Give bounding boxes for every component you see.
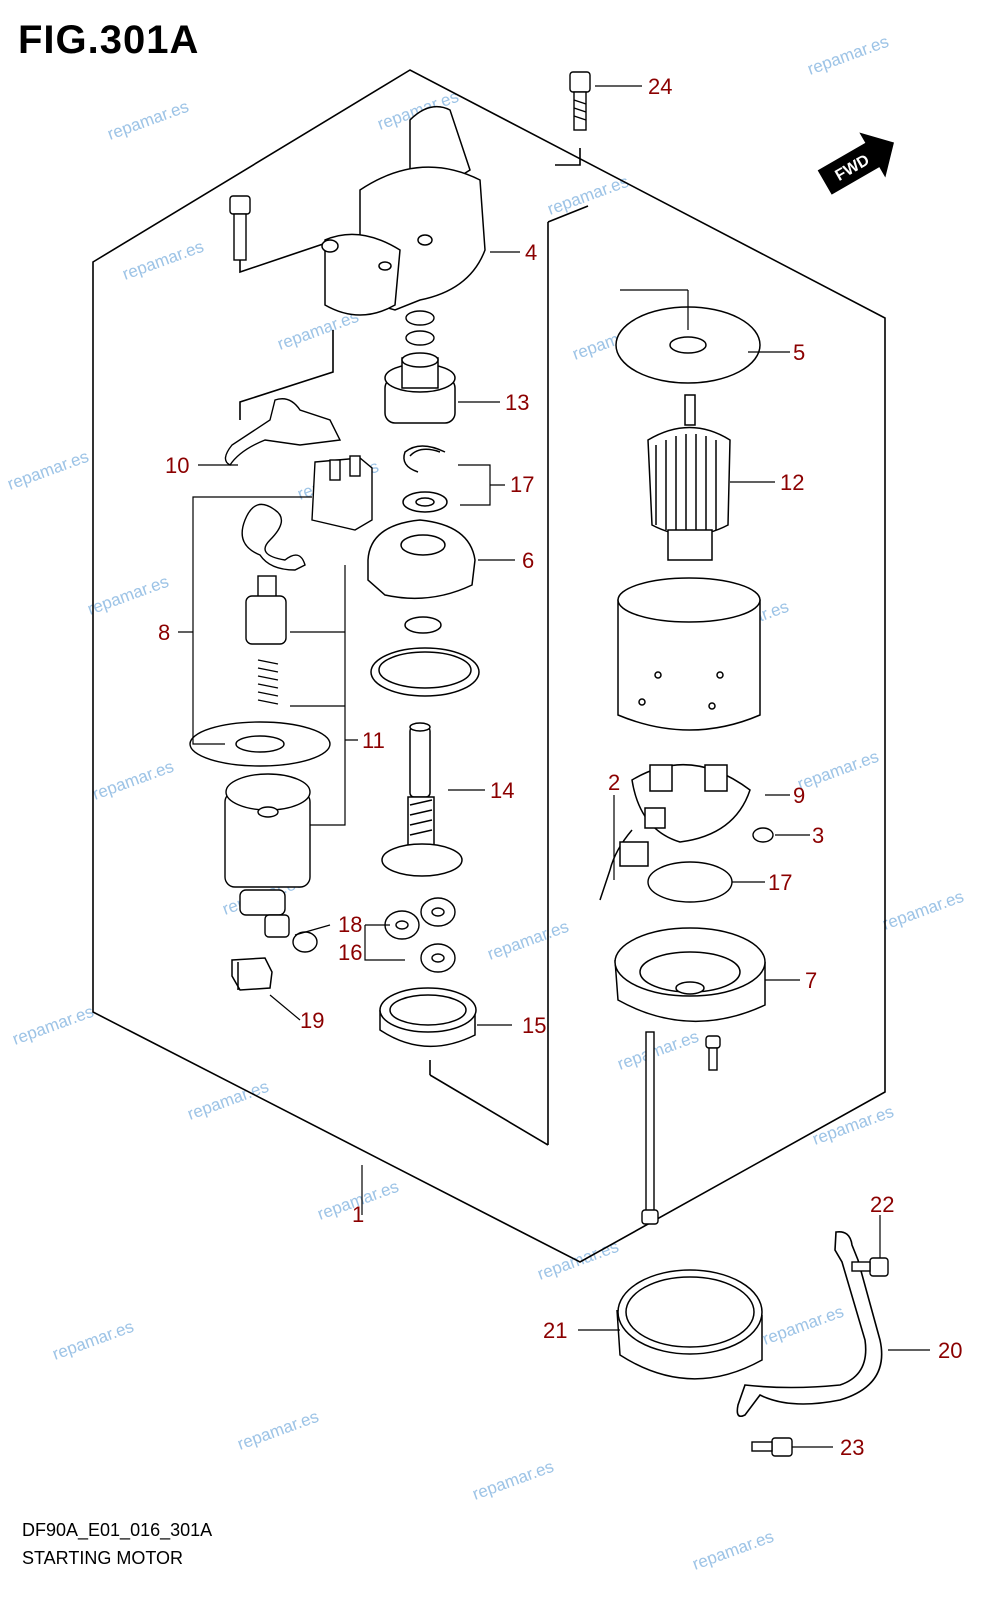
figure-code: DF90A_E01_016_301A [22, 1520, 213, 1540]
watermark: repamar.es [5, 447, 91, 494]
cushion-21-icon [616, 1269, 763, 1380]
lead-wire-2-icon [599, 829, 649, 901]
callout-4: 4 [525, 240, 537, 265]
callout-22: 22 [870, 1192, 894, 1217]
nut-3-icon [752, 827, 774, 843]
drive-housing-4-icon [321, 105, 486, 316]
plate-5-icon [615, 306, 761, 384]
yoke-icon [617, 577, 761, 731]
watermark: repamar.es [615, 1027, 701, 1074]
callout-9: 9 [793, 783, 805, 808]
bolt-icon [229, 195, 251, 261]
fwd-arrow-icon: FWD [817, 132, 894, 195]
watermark: repamar.es [90, 757, 176, 804]
watermark: repamar.es [235, 1407, 321, 1454]
gasket-icon [370, 647, 480, 697]
brush-holder-9-icon [631, 763, 751, 843]
callout-12: 12 [780, 470, 804, 495]
callout-13: 13 [505, 390, 529, 415]
solenoid-8-icon [189, 455, 373, 916]
shift-lever-10-icon [224, 398, 342, 466]
pinion-13-icon [384, 352, 456, 424]
watermark: repamar.es [795, 747, 881, 794]
callout-18: 18 [338, 912, 362, 937]
clamp-19-icon [231, 957, 273, 991]
planet-gears-16-icon [384, 897, 456, 973]
callout-17-upper: 17 [510, 472, 534, 497]
watermark: repamar.es [810, 1102, 896, 1149]
callout-17-lower: 17 [768, 870, 792, 895]
bolt-23-icon [751, 1437, 793, 1457]
assembly-outline [92, 69, 886, 1263]
watermark: repamar.es [105, 97, 191, 144]
callout-10: 10 [165, 453, 189, 478]
watermark: repamar.es [805, 32, 891, 79]
figure-name: STARTING MOTOR [22, 1548, 184, 1568]
watermark: repamar.es [185, 1077, 271, 1124]
callout-20: 20 [938, 1338, 962, 1363]
watermark: repamar.es [50, 1317, 136, 1364]
end-cover-7-icon [614, 927, 766, 1023]
screw-icon [705, 1035, 721, 1071]
snap-ring-17-icon [402, 445, 448, 513]
callout-19: 19 [300, 1008, 324, 1033]
callout-labels: 24 4 5 13 12 10 17 6 8 11 14 2 9 3 17 7 … [158, 74, 962, 1460]
watermark: repamar.es [760, 1302, 846, 1349]
watermark: repamar.es [880, 887, 966, 934]
watermark: repamar.es [10, 1002, 96, 1049]
callout-23: 23 [840, 1435, 864, 1460]
bolt-24-icon [569, 71, 591, 131]
callout-15: 15 [522, 1013, 546, 1038]
bolt-22-icon [851, 1257, 889, 1277]
callout-3: 3 [812, 823, 824, 848]
washer-icon [405, 310, 435, 346]
callout-11: 11 [362, 728, 385, 753]
internal-gear-15-icon [379, 987, 477, 1048]
leader-lines [178, 85, 930, 1448]
callout-16: 16 [338, 940, 362, 965]
callout-8: 8 [158, 620, 170, 645]
disk-17-icon [647, 861, 733, 903]
callout-7: 7 [805, 968, 817, 993]
callout-14: 14 [490, 778, 514, 803]
pinion-shaft-14-icon [381, 722, 463, 877]
watermark-layer: repamar.es repamar.es repamar.es repamar… [5, 32, 966, 1574]
callout-21: 21 [543, 1318, 567, 1343]
watermark: repamar.es [485, 917, 571, 964]
end-frame-6-icon [367, 519, 476, 634]
figure-title: FIG.301A [18, 18, 200, 62]
callout-2: 2 [608, 770, 620, 795]
watermark: repamar.es [120, 237, 206, 284]
nut-18-icon [264, 914, 318, 953]
armature-12-icon [647, 394, 731, 561]
watermark: repamar.es [470, 1457, 556, 1504]
callout-6: 6 [522, 548, 534, 573]
callout-5: 5 [793, 340, 805, 365]
callout-24: 24 [648, 74, 672, 99]
band-20-icon [736, 1230, 883, 1418]
callout-1: 1 [352, 1202, 364, 1227]
watermark: repamar.es [690, 1527, 776, 1574]
through-bolt-icon [641, 1031, 659, 1225]
watermark: repamar.es [85, 572, 171, 619]
